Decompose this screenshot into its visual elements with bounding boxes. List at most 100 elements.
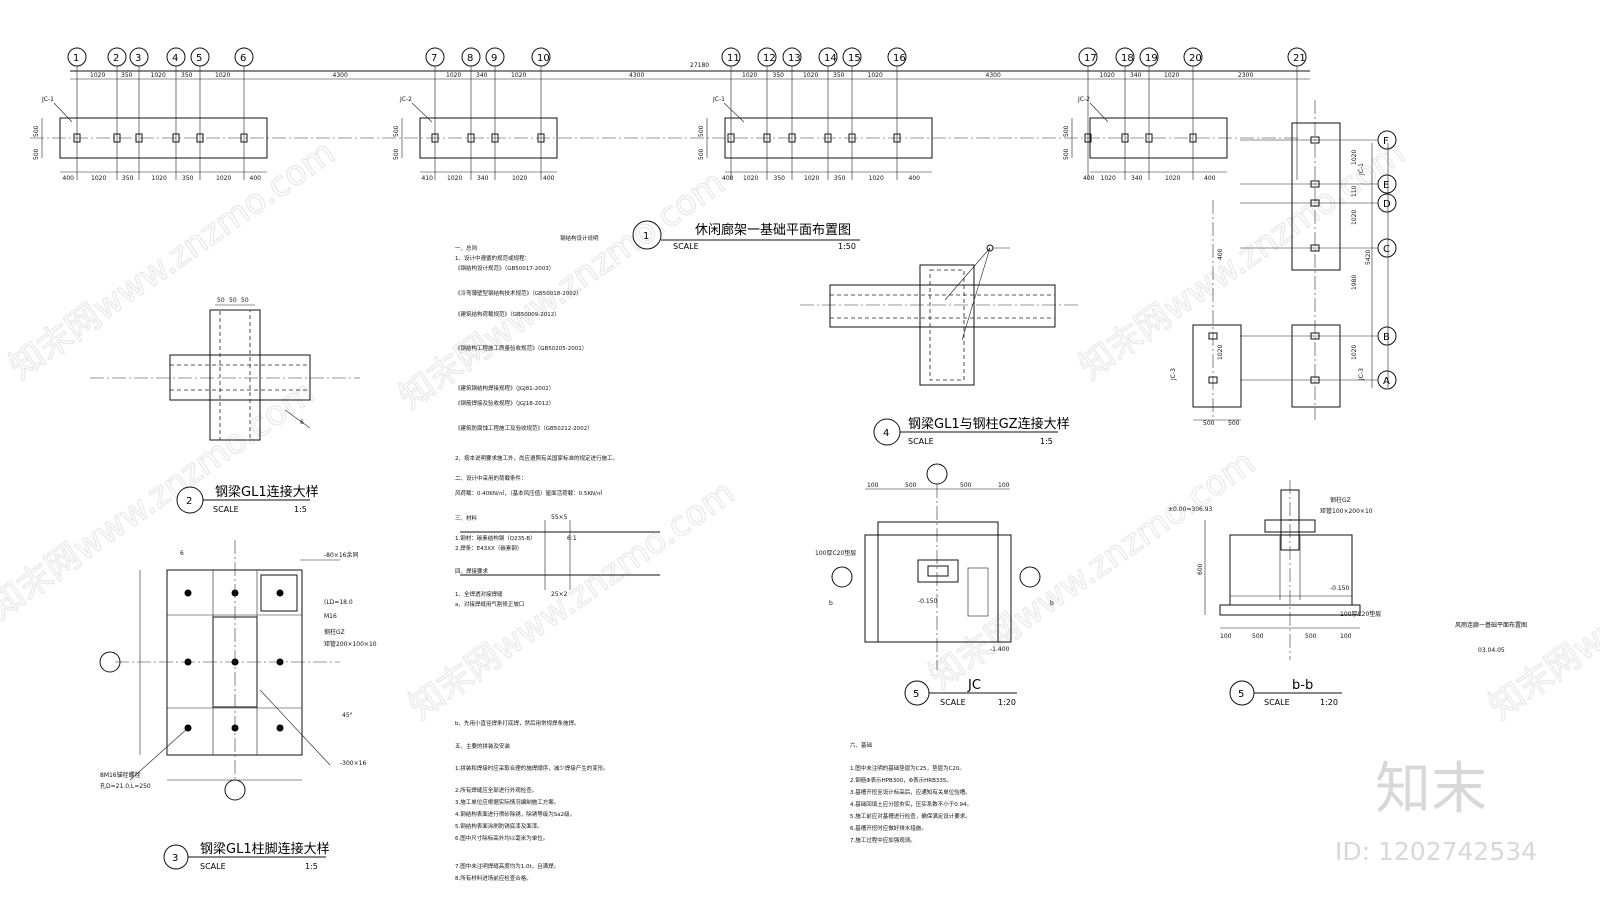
dim-text: 1020 xyxy=(91,175,106,182)
scale-label: SCALE xyxy=(940,698,966,707)
axis-label: E xyxy=(1383,180,1389,191)
leader xyxy=(723,102,745,123)
note-line: 7.施工过程中应加强观测。 xyxy=(850,836,916,844)
titleblock-name: 风雨连廊一基础平面布置图 xyxy=(1455,621,1527,629)
tube-label: 矩管200×100×10 xyxy=(324,640,377,648)
title-text: b-b xyxy=(1292,678,1313,693)
axis-label: C xyxy=(1383,244,1390,255)
note-line: 5.施工前应对基槽进行检查，确保满足设计要求。 xyxy=(850,812,971,820)
weld-sketch: 55×5 6:1 25×2 xyxy=(460,514,660,598)
dim-text: 1020 xyxy=(446,72,461,79)
plate-label: -80×16余同 xyxy=(324,551,358,559)
watermark-id: ID: 1202742534 xyxy=(1335,837,1537,866)
dim-text: 340 xyxy=(477,175,489,182)
section-mark xyxy=(1019,566,1041,588)
dim-text: 1020 xyxy=(216,175,231,182)
side-dim: 500 xyxy=(33,125,40,137)
dim-text: 100 xyxy=(1220,633,1232,640)
dia-label: (LD=18.0 xyxy=(324,599,353,606)
dim-text: 400 xyxy=(543,175,555,182)
dim-text: 4300 xyxy=(629,72,644,79)
dim-text: 1020 xyxy=(1164,72,1179,79)
elev-label: -0.150 xyxy=(918,598,938,605)
title-block-1: 1 休闲廊架一基础平面布置图 SCALE 1:50 xyxy=(632,220,860,251)
section-letter: b xyxy=(1050,600,1054,607)
pad-label: 100厚C20垫层 xyxy=(815,549,856,557)
dim-text: 500 xyxy=(1305,633,1317,640)
dim-text: 100 xyxy=(867,482,879,489)
dim-text: 350 xyxy=(773,72,785,79)
side-dim: 500 xyxy=(698,125,705,137)
scale-label: SCALE xyxy=(1264,698,1290,707)
note-line: 风荷载：0.40KN/㎡，（基本风压值）屋面活荷载：0.5KN/㎡ xyxy=(455,489,603,497)
dim-text: 50 xyxy=(217,297,225,304)
dim-text: 1020 xyxy=(447,175,462,182)
note-line: 《建筑钢结构焊接规程》（JGJ81-2002） xyxy=(455,384,554,392)
weld-text: 55×5 xyxy=(551,514,568,521)
dim-text: 410 xyxy=(422,175,434,182)
dim-text: 1020 xyxy=(1351,210,1358,225)
dim-text: 400 xyxy=(1217,248,1224,260)
dim-text: 400 xyxy=(722,175,734,182)
axis-label: 20 xyxy=(1189,53,1202,64)
pad-label: 100厚C20垫层 xyxy=(1340,610,1381,618)
dim-text: 2300 xyxy=(1238,72,1253,79)
dim-text: 1020 xyxy=(804,175,819,182)
side-dim: 500 xyxy=(1063,125,1070,137)
title-number: 5 xyxy=(913,689,919,700)
note-line: 《钢筋焊接及验收规程》（JGJ18-2012） xyxy=(455,399,554,407)
detail-5-bb: 600 100 500 500 100 ±0.00=306.93 钢柱GZ 矩管… xyxy=(1168,480,1381,707)
footing-outline xyxy=(1291,122,1341,271)
bolt xyxy=(276,589,284,597)
col-label: 钢柱GZ xyxy=(324,628,345,636)
note-line: 2.所有焊缝应全部进行外观检查。 xyxy=(455,786,537,794)
watermark-text-6: 知末网www.znzmo.com xyxy=(922,443,1262,698)
jc-label: JC-2 xyxy=(1077,96,1090,103)
beam-body xyxy=(169,354,311,401)
dim-text: 350 xyxy=(182,175,194,182)
footing-strip-1: JC-1 500 500 xyxy=(33,96,268,173)
column-marker xyxy=(1208,332,1218,340)
weld-text: 25×2 xyxy=(551,591,568,598)
dim-text: 1020 xyxy=(152,175,167,182)
elev-label: -1.400 xyxy=(990,646,1010,653)
note-line: 8.所有材料进场前应检查合格。 xyxy=(455,874,532,882)
dim-text: 400 xyxy=(1083,175,1095,182)
scale-value: 1:20 xyxy=(998,698,1016,707)
note-line: 5.钢结构表面涂刷防锈底漆及面漆。 xyxy=(455,822,543,830)
overall-dim-text: 27180 xyxy=(690,62,709,69)
scale-value: 1:20 xyxy=(1320,698,1338,707)
axis-label: 6 xyxy=(240,53,246,64)
dim-text: 350 xyxy=(833,72,845,79)
dim-text: 400 xyxy=(1204,175,1216,182)
title-number: 4 xyxy=(883,428,889,439)
weld-leader xyxy=(284,409,311,429)
watermark-text-5: 知末网www.znzmo.com xyxy=(402,473,742,728)
dim-text: 350 xyxy=(834,175,846,182)
jc-label: JC-3 xyxy=(1358,368,1365,381)
axis-label: 8 xyxy=(467,53,473,64)
dim-text: 1020 xyxy=(1165,175,1180,182)
dim-text: 50 xyxy=(229,297,237,304)
axis-label: 3 xyxy=(135,53,141,64)
dim-text: 340 xyxy=(476,72,488,79)
title-number: 2 xyxy=(186,496,192,507)
right-column-markers xyxy=(1208,136,1320,384)
column-marker xyxy=(1208,376,1218,384)
dim-text: 1020 xyxy=(868,72,883,79)
note-line: 3.施工单位应根据实际情况编制施工方案。 xyxy=(455,798,559,806)
axis-label: 15 xyxy=(848,53,861,64)
dim-text: 1020 xyxy=(742,72,757,79)
leader xyxy=(411,102,433,123)
note-line: 2、按本说明要求施工外，尚应遵照有关国家标准的规定进行施工。 xyxy=(455,454,618,462)
jc-label: JC-1 xyxy=(712,96,725,103)
footing-outline xyxy=(1291,324,1341,408)
dim-text: 4300 xyxy=(986,72,1001,79)
dim-text: 1020 xyxy=(1217,345,1224,360)
bolt xyxy=(276,724,284,732)
dim-text: 500 xyxy=(960,482,972,489)
axis-bubble xyxy=(99,651,121,673)
section-mark xyxy=(831,566,853,588)
weld-leader xyxy=(961,247,991,341)
bottom-dimension-texts: 400 1020 350 1020 350 1020 400 410 1020 340 1020 40… xyxy=(63,175,1216,182)
